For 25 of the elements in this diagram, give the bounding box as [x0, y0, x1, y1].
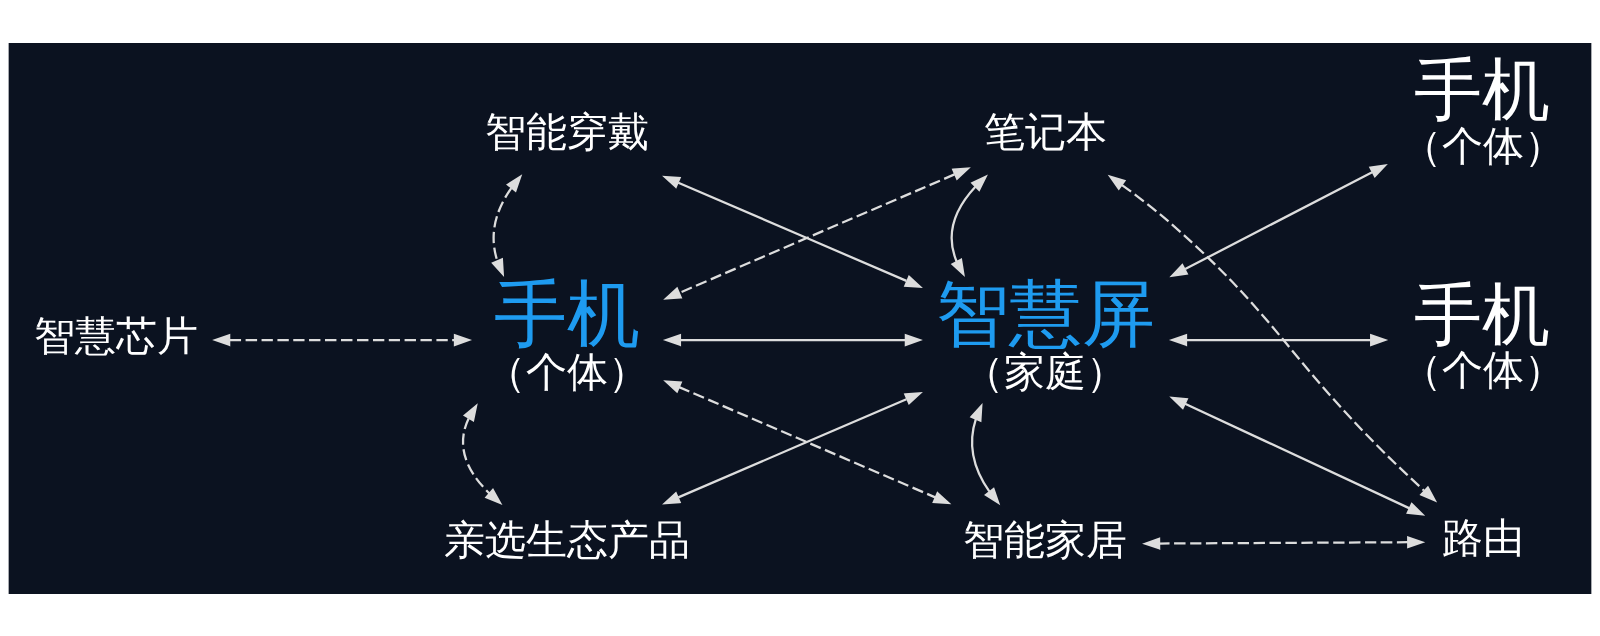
arrow	[662, 175, 923, 288]
arrow	[1168, 333, 1389, 346]
node-text: 智能家居	[963, 515, 1128, 564]
node-text: 智慧屏 （家庭）	[936, 271, 1156, 396]
arrow	[662, 391, 923, 504]
arrow	[1169, 163, 1388, 277]
arrow	[663, 379, 952, 504]
arrow	[663, 166, 971, 300]
arrow	[491, 173, 523, 277]
node-text: 路由	[1441, 513, 1524, 562]
node-text: 笔记本	[983, 107, 1107, 156]
node-text: 手机 （个体）	[1400, 274, 1565, 394]
arrow	[1107, 174, 1438, 503]
arrow	[950, 174, 988, 277]
node-text: 智能穿戴	[484, 107, 649, 156]
arrow	[1142, 535, 1426, 550]
node-text: 手机 （个体）	[484, 271, 649, 396]
node-text: 智慧芯片	[33, 311, 198, 360]
node-text: 亲选生态产品	[444, 515, 690, 564]
arrow	[969, 402, 1001, 505]
node-text: 手机 （个体）	[1400, 49, 1565, 170]
arrow	[1169, 395, 1426, 516]
arrow	[461, 402, 503, 505]
arrow	[662, 333, 923, 346]
arrow	[212, 333, 472, 346]
